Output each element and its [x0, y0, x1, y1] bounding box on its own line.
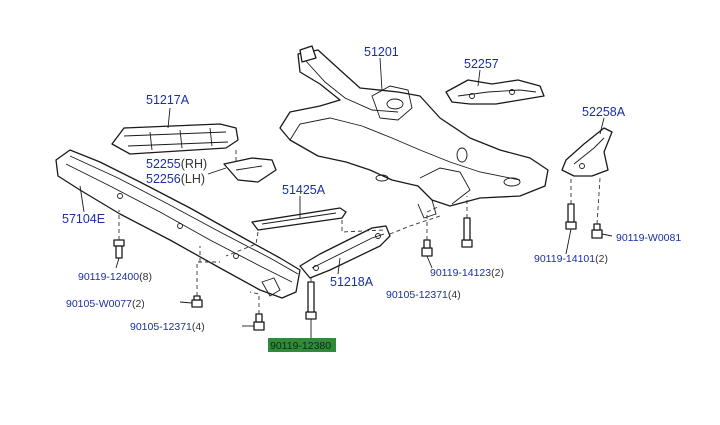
label-51218a: 51218A — [330, 275, 374, 289]
bolt-90119-w0081 — [591, 223, 603, 239]
label-90119-12400-number: 90119-12400 — [78, 271, 139, 283]
label-57104e: 57104E — [62, 212, 105, 226]
label-90119-14123-suffix: (2) — [491, 267, 504, 279]
label-90105-w0077: 90105-W0077(2) — [66, 298, 145, 310]
label-90105-12371-right-suffix: (4) — [448, 289, 461, 301]
label-90105-12371-right: 90105-12371(4) — [386, 289, 461, 301]
label-52258a: 52258A — [582, 105, 626, 119]
highlight-box — [268, 338, 336, 352]
brace-51218a — [299, 225, 391, 279]
bolt-90119-12400 — [113, 239, 125, 259]
bracket-52257 — [445, 79, 545, 105]
label-90105-12371-left-suffix: (4) — [192, 321, 205, 333]
assembly-dashed-lines — [118, 150, 601, 314]
bolt-90105-12371-left — [253, 313, 265, 331]
bolt-90105-w0077 — [191, 295, 203, 308]
label-52255-suffix: (RH) — [181, 157, 207, 171]
label-52255-number: 52255 — [146, 157, 181, 171]
leader-lines — [79, 57, 613, 338]
label-90105-12371-left-number: 90105-12371 — [130, 321, 192, 333]
bolt-90119-12380 — [305, 281, 317, 320]
bolt-90119-14101 — [565, 203, 577, 230]
label-52256-number: 52256 — [146, 172, 181, 186]
label-90105-12371-right-number: 90105-12371 — [386, 289, 448, 301]
brace-51425a — [251, 207, 347, 231]
label-90119-w0081: 90119-W0081 — [616, 232, 681, 244]
label-90119-14101-number: 90119-14101 — [534, 253, 595, 265]
cover-52255-52256 — [223, 157, 277, 183]
label-51425a: 51425A — [282, 183, 326, 197]
bolt-90119-14123 — [461, 217, 473, 248]
label-90119-12380[interactable]: 90119-12380 — [270, 340, 331, 352]
label-90119-12400-suffix: (8) — [139, 271, 152, 283]
label-52256: 52256(LH) — [146, 172, 205, 186]
bracket-52258a — [561, 127, 613, 177]
label-90119-14123: 90119-14123(2) — [430, 267, 504, 279]
label-52255: 52255(RH) — [146, 157, 207, 171]
label-51217a: 51217A — [146, 93, 190, 107]
cover-51217a — [111, 123, 239, 155]
label-90119-14101-suffix: (2) — [595, 253, 608, 265]
subframe-crossmember — [279, 45, 549, 219]
bolt-90105-12371-right — [421, 239, 433, 257]
label-52256-suffix: (LH) — [181, 172, 205, 186]
label-90105-w0077-number: 90105-W0077 — [66, 298, 132, 310]
label-90119-12400: 90119-12400(8) — [78, 271, 152, 283]
member-57104e — [55, 149, 301, 299]
label-52257: 52257 — [464, 57, 499, 71]
label-90119-14123-number: 90119-14123 — [430, 267, 491, 279]
label-51201: 51201 — [364, 45, 399, 59]
label-90105-w0077-suffix: (2) — [132, 298, 145, 310]
label-90105-12371-left: 90105-12371(4) — [130, 321, 205, 333]
label-90119-14101: 90119-14101(2) — [534, 253, 608, 265]
